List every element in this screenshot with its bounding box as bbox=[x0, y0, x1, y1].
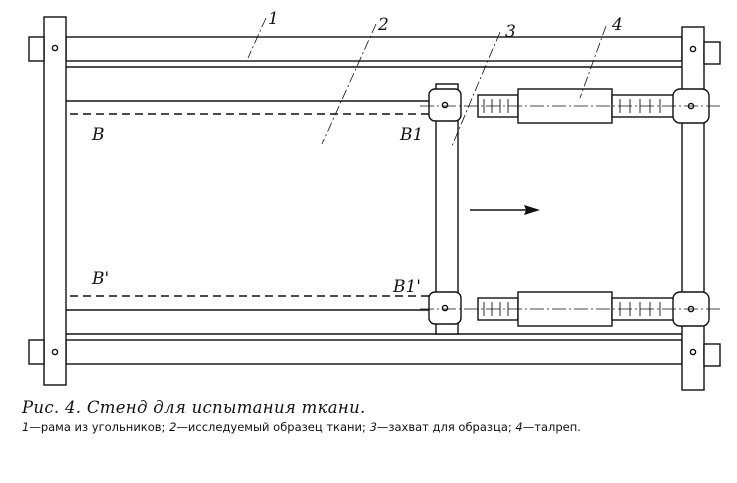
label-b-prime: B' bbox=[91, 269, 109, 289]
frame-top-bar bbox=[65, 36, 683, 102]
caption-title: Рис. 4. Стенд для испытания ткани. bbox=[22, 398, 366, 417]
legend-item: 4—талреп. bbox=[515, 420, 581, 434]
sample-clamp bbox=[428, 83, 462, 335]
legend-item: 2—исследуемый образец ткани; bbox=[169, 420, 366, 434]
label-b: B bbox=[91, 125, 105, 145]
label-part-1: 1 bbox=[268, 9, 279, 29]
test-stand-diagram: 1 2 3 4 B B1 B' B1' bbox=[28, 9, 721, 391]
turnbuckle-top bbox=[420, 88, 720, 124]
label-b1-prime: B1' bbox=[392, 277, 421, 297]
tension-arrow-icon bbox=[470, 205, 540, 215]
legend-item: 3—захват для образца; bbox=[369, 420, 512, 434]
figure-caption: Рис. 4. Стенд для испытания ткани. 1—рам… bbox=[22, 398, 722, 434]
turnbuckle-bottom bbox=[420, 291, 720, 327]
label-b1: B1 bbox=[399, 125, 423, 145]
leader-lines bbox=[247, 17, 607, 147]
fabric-sample bbox=[70, 113, 430, 297]
caption-legend: 1—рама из угольников; 2—исследуемый обра… bbox=[22, 421, 712, 434]
frame-left-post bbox=[28, 16, 67, 386]
legend-item: 1—рама из угольников; bbox=[22, 420, 166, 434]
frame-bottom-bar bbox=[65, 309, 683, 365]
label-part-3: 3 bbox=[505, 22, 516, 42]
label-part-2: 2 bbox=[377, 15, 389, 35]
frame-right-post bbox=[681, 26, 721, 391]
label-part-4: 4 bbox=[611, 15, 623, 35]
